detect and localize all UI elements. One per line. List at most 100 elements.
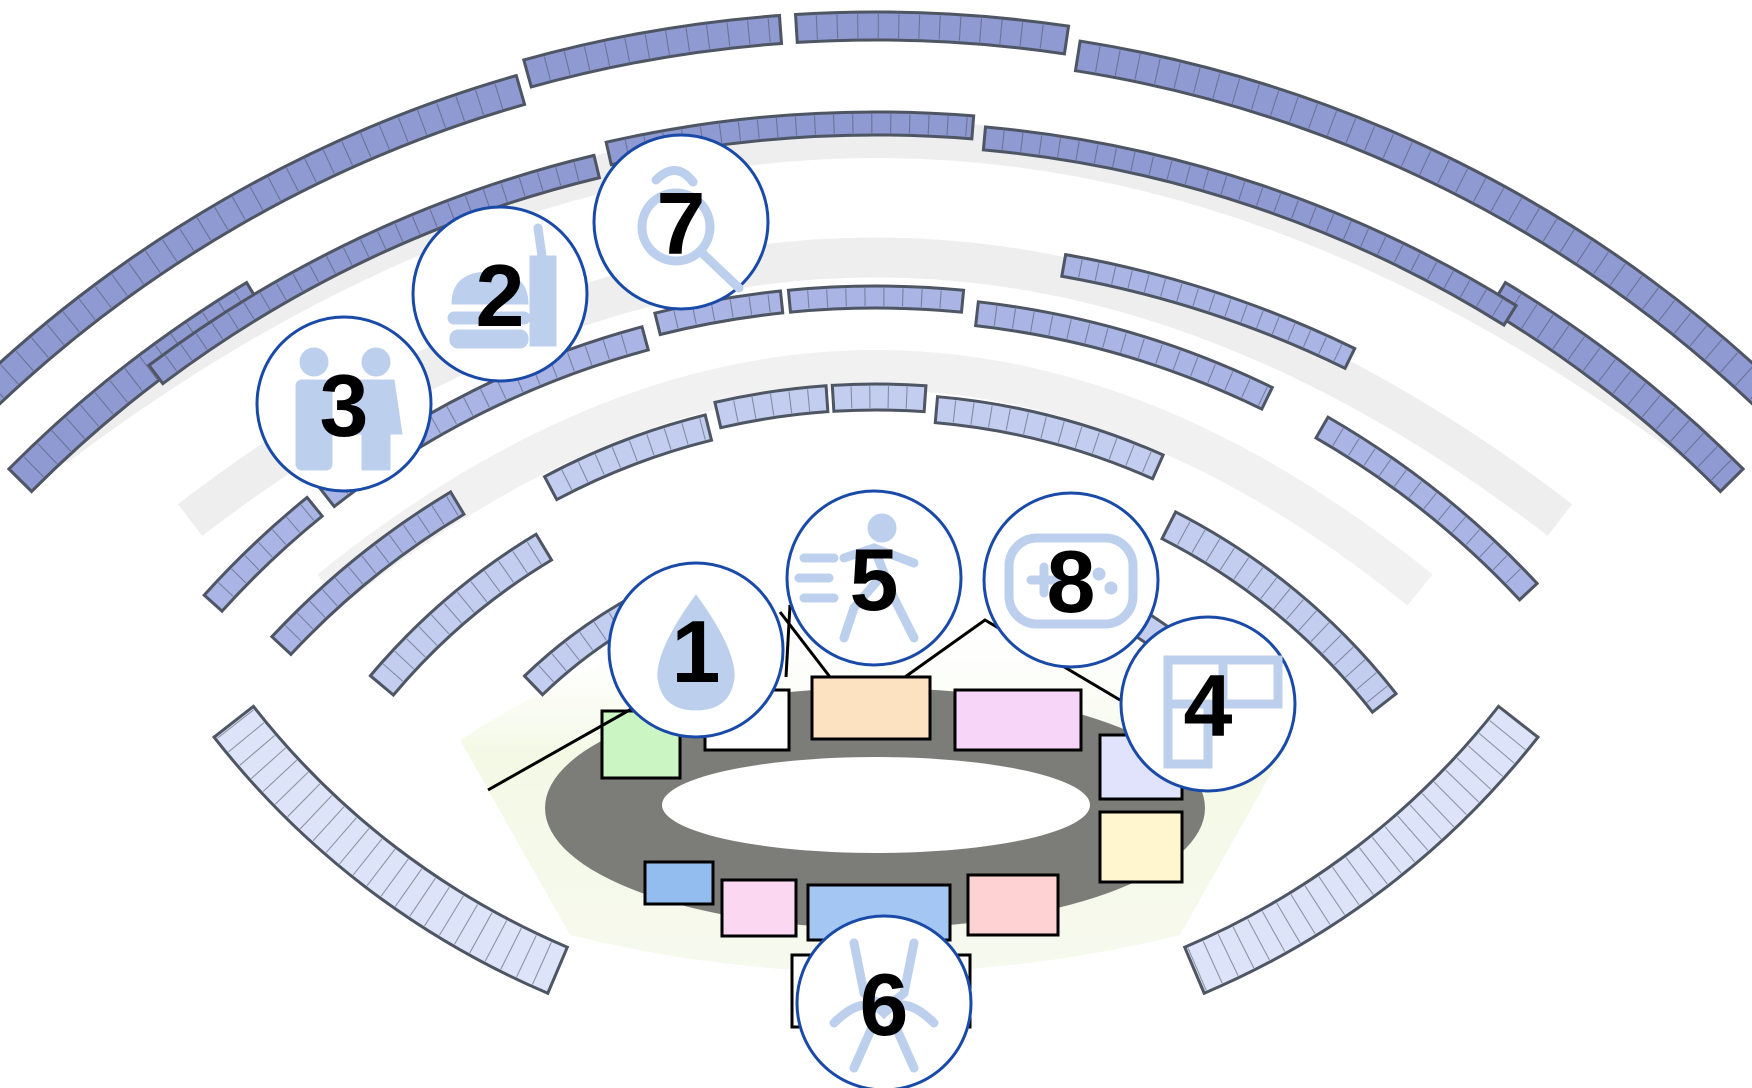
inner-right-seat-divider [1356, 672, 1377, 690]
floor-right-seat-divider [500, 927, 522, 970]
marker-7-label: 7 [657, 174, 706, 273]
middle-center-right-seat-divider [807, 290, 810, 309]
upper-ring-right-seat-divider [1443, 270, 1454, 289]
upper-ring-left-seat-divider [555, 167, 562, 186]
upper-ring-right-inner-seat-divider [1224, 299, 1232, 317]
outer-section-top-left[interactable] [521, 13, 784, 89]
inner-center-right[interactable] [830, 382, 928, 414]
outer-lower-left-seat-divider [65, 417, 86, 439]
restroom-icon [295, 347, 403, 471]
marker-4[interactable]: 4 [1119, 615, 1297, 793]
inner-left-upper-seat-divider [699, 418, 706, 440]
outer-section-right[interactable] [1073, 39, 1752, 413]
outer-lower-right[interactable] [1486, 280, 1746, 494]
upper-ring-left-seat-divider [211, 322, 224, 340]
upper-ring-left-seat-divider [536, 172, 544, 191]
middle-right-seat-divider [1224, 371, 1234, 391]
floor-right-seat-divider [287, 783, 321, 818]
outer-section-left-seat-divider [436, 103, 447, 128]
outer-section-top-center-seat-divider [918, 14, 921, 39]
marker-5[interactable]: 5 [785, 489, 963, 667]
middle-right-end-seat-divider [1423, 492, 1437, 510]
outer-section-right-seat-divider [1095, 46, 1101, 73]
inner-left[interactable] [368, 532, 554, 698]
inner-left-seat-divider [470, 581, 488, 603]
floor-left-seat-divider [1290, 894, 1316, 935]
outer-section-top-center[interactable] [793, 10, 1071, 56]
outer-lower-right-seat-divider [1697, 446, 1718, 468]
inner-right-seat-divider [1260, 577, 1278, 599]
marker-1[interactable]: 1 [607, 561, 785, 739]
outer-section-right-seat-divider [1231, 78, 1241, 104]
outer-section-left-seat-divider [322, 149, 335, 174]
concourse-inner [317, 350, 1433, 606]
outer-lower-right-seat-divider [1597, 359, 1616, 383]
marker-8[interactable]: 8 [982, 491, 1160, 669]
middle-left-lower-seat-divider [348, 566, 364, 585]
upper-ring-right-inner-seat-divider [1176, 283, 1183, 302]
outer-section-right-seat-divider [1250, 84, 1260, 110]
upper-ring-right-seat-divider [1112, 148, 1117, 167]
outer-section-left-seat-divider [78, 298, 96, 320]
outer-section-right-seat-divider [1270, 90, 1280, 116]
floor-left-seat-divider [1217, 934, 1239, 976]
inner-right-upper-seat-divider [1005, 408, 1011, 431]
upper-ring-left-seat-divider [447, 202, 456, 221]
inner-center-right-seat-divider [850, 386, 853, 409]
upper-ring-right[interactable] [981, 125, 1519, 328]
outer-lower-right-seat-divider [1656, 407, 1676, 430]
inner-right-upper[interactable] [933, 395, 1166, 481]
inner-right-upper-seat-divider [952, 400, 957, 423]
outer-section-left-seat-divider [417, 110, 428, 135]
outer-section-left-seat-divider [360, 133, 372, 158]
upper-ring-left-seat-divider [377, 231, 387, 250]
outer-section-left[interactable] [0, 73, 527, 413]
outer-section-left-seat-divider [145, 250, 161, 273]
upper-ring-left-seat-divider [309, 264, 320, 283]
outer-section-right-seat-divider [1289, 97, 1299, 123]
outer-section-right-seat-divider [1593, 252, 1609, 275]
middle-right-seat-divider [1155, 344, 1163, 364]
middle-left-end[interactable] [202, 495, 325, 614]
middle-center-right-seat-divider [826, 289, 829, 308]
outer-section-right-seat-divider [1308, 103, 1318, 129]
floor-left-seat-divider [1261, 911, 1286, 952]
floor-right-seat-divider [325, 817, 357, 853]
middle-left-lower[interactable] [269, 489, 467, 657]
middle-left-lower-seat-divider [309, 600, 326, 618]
floor-left-seat-divider [1187, 947, 1207, 991]
inner-left-upper-seat-divider [561, 469, 573, 490]
marker-3[interactable]: 3 [255, 315, 433, 493]
upper-ring-right-seat-divider [1001, 130, 1005, 150]
upper-ring-right-inner-seat-divider [1127, 270, 1133, 289]
outer-section-right-seat-divider [1154, 58, 1161, 84]
upper-ring-left-seat-divider [573, 162, 580, 181]
upper-ring-right-seat-divider [1238, 181, 1246, 200]
upper-ring-right-inner[interactable] [1060, 252, 1357, 371]
outer-section-right-seat-divider [1490, 187, 1505, 212]
marker-6[interactable]: 6 [795, 914, 973, 1088]
upper-ring-left[interactable] [146, 153, 602, 386]
marker-2[interactable]: 2 [411, 205, 589, 383]
upper-ring-left-seat-divider [326, 256, 336, 274]
upper-ring-left-seat-divider [518, 177, 526, 197]
outer-section-left-seat-divider [214, 207, 229, 230]
inner-left-seat-divider [418, 626, 438, 646]
inner-center[interactable] [713, 384, 830, 430]
upper-ring-right-seat-divider [1166, 160, 1173, 180]
floor-left-seat-divider [1371, 836, 1402, 874]
inner-right-upper-seat-divider [1074, 426, 1083, 448]
inner-left-seat-divider [443, 603, 462, 624]
outer-section-left-seat-divider [128, 262, 144, 285]
upper-ring-left-seat-divider [276, 283, 287, 301]
marker-7[interactable]: 7 [592, 133, 770, 311]
food-drink-icon [447, 223, 557, 349]
upper-ring-right-seat-divider [1476, 289, 1487, 307]
game-controller-icon [1004, 533, 1138, 629]
inner-right-seat-divider [1298, 610, 1317, 631]
outer-section-left-seat-divider [62, 311, 80, 333]
upper-ring-center-seat-divider [756, 119, 760, 139]
outer-section-top-left-seat-divider [604, 42, 611, 66]
inner-right-seat-divider [1286, 599, 1304, 620]
middle-center-right[interactable] [786, 284, 966, 314]
